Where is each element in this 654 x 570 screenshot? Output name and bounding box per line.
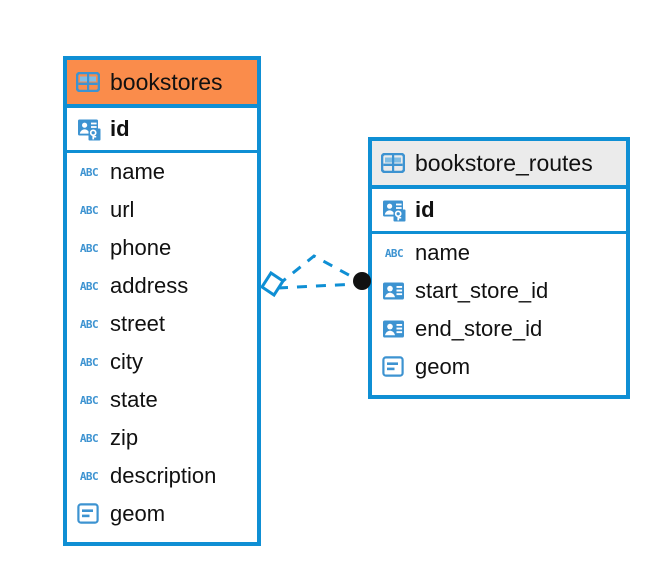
abc-text-icon: ABC: [384, 246, 404, 260]
abc-text-icon: ABC: [79, 241, 99, 255]
column-label: geom: [110, 501, 166, 526]
column-label: url: [110, 197, 135, 222]
column-row-end-store-id[interactable]: end_store_id: [372, 310, 626, 348]
entity-header-bookstores[interactable]: bookstores: [67, 60, 257, 108]
abc-text-icon: ABC: [79, 469, 99, 483]
abc-text-icon: ABC: [79, 355, 99, 369]
column-label: start_store_id: [415, 278, 549, 303]
column-label: address: [110, 273, 189, 298]
foreign-key-icon: [381, 316, 407, 342]
foreign-key-icon: [381, 278, 407, 304]
primary-key-icon: [76, 116, 102, 142]
column-label: geom: [415, 354, 471, 379]
relationship-connector[interactable]: [252, 240, 377, 312]
column-row-id[interactable]: id: [372, 189, 626, 234]
table-icon: [380, 150, 406, 176]
column-row-description[interactable]: ABC description: [67, 457, 257, 495]
entity-header-bookstore-routes[interactable]: bookstore_routes: [372, 141, 626, 189]
abc-text-icon: ABC: [79, 431, 99, 445]
column-row-zip[interactable]: ABC zip: [67, 419, 257, 457]
column-row-state[interactable]: ABC state: [67, 381, 257, 419]
column-label: zip: [110, 425, 139, 450]
column-row-phone[interactable]: ABC phone: [67, 229, 257, 267]
abc-text-icon: ABC: [79, 317, 99, 331]
column-label: state: [110, 387, 158, 412]
column-row-id[interactable]: id: [67, 108, 257, 153]
geometry-icon: [381, 354, 407, 380]
column-label: id: [415, 197, 435, 222]
entity-bookstores[interactable]: bookstores id A: [63, 56, 261, 546]
column-row-name[interactable]: ABC name: [372, 234, 626, 272]
column-label: street: [110, 311, 166, 336]
primary-key-icon: [381, 197, 407, 223]
column-label: name: [110, 159, 166, 184]
column-label: id: [110, 116, 130, 141]
column-label: city: [110, 349, 143, 374]
entity-title: bookstore_routes: [415, 149, 593, 176]
column-row-geom[interactable]: geom: [372, 348, 626, 386]
abc-text-icon: ABC: [79, 279, 99, 293]
relationship-line-upper: [277, 254, 359, 287]
column-row-geom[interactable]: geom: [67, 495, 257, 533]
column-label: end_store_id: [415, 316, 543, 341]
abc-text-icon: ABC: [79, 165, 99, 179]
table-icon: [75, 69, 101, 95]
abc-text-icon: ABC: [79, 393, 99, 407]
entity-title: bookstores: [110, 68, 223, 95]
column-row-street[interactable]: ABC street: [67, 305, 257, 343]
geometry-icon: [76, 501, 102, 527]
column-label: phone: [110, 235, 172, 260]
relationship-line-lower: [277, 282, 357, 290]
column-row-url[interactable]: ABC url: [67, 191, 257, 229]
open-diamond-marker: [259, 270, 286, 298]
abc-text-icon: ABC: [79, 203, 99, 217]
column-row-name[interactable]: ABC name: [67, 153, 257, 191]
column-row-city[interactable]: ABC city: [67, 343, 257, 381]
column-label: description: [110, 463, 217, 488]
column-row-start-store-id[interactable]: start_store_id: [372, 272, 626, 310]
entity-bookstore-routes[interactable]: bookstore_routes id: [368, 137, 630, 399]
column-row-address[interactable]: ABC address: [67, 267, 257, 305]
column-label: name: [415, 240, 471, 265]
